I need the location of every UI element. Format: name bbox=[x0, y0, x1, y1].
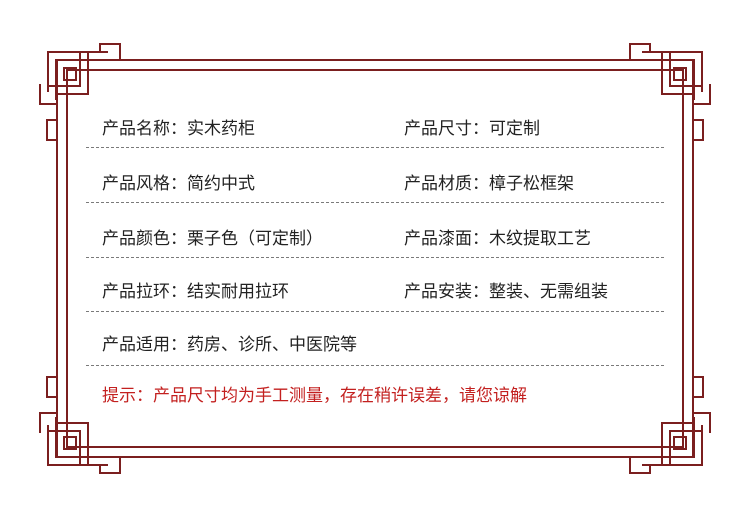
row-divider bbox=[86, 365, 664, 366]
row-divider bbox=[86, 311, 664, 312]
spec-product-style: 产品风格：简约中式 bbox=[102, 174, 255, 194]
row-divider bbox=[86, 147, 664, 148]
row-divider bbox=[86, 202, 664, 203]
side-notch-left bbox=[46, 376, 57, 398]
side-notch-left bbox=[46, 119, 57, 141]
spec-product-size: 产品尺寸：可定制 bbox=[404, 119, 540, 139]
measurement-tip: 提示：产品尺寸均为手工测量，存在稍许误差，请您谅解 bbox=[102, 386, 527, 406]
corner-ornament-bottom-right bbox=[629, 412, 711, 474]
corner-ornament-top-left bbox=[39, 43, 121, 105]
spec-product-name: 产品名称：实木药柜 bbox=[102, 119, 255, 139]
spec-product-handle: 产品拉环：结实耐用拉环 bbox=[102, 282, 289, 302]
spec-product-installation: 产品安装：整装、无需组装 bbox=[404, 282, 608, 302]
spec-product-finish: 产品漆面：木纹提取工艺 bbox=[404, 229, 591, 249]
spec-product-color: 产品颜色：栗子色（可定制） bbox=[102, 229, 323, 249]
spec-product-material: 产品材质：樟子松框架 bbox=[404, 174, 574, 194]
side-notch-right bbox=[693, 376, 704, 398]
row-divider bbox=[86, 257, 664, 258]
spec-product-usage: 产品适用：药房、诊所、中医院等 bbox=[102, 335, 357, 355]
side-notch-right bbox=[693, 119, 704, 141]
corner-ornament-bottom-left bbox=[39, 412, 121, 474]
corner-ornament-top-right bbox=[629, 43, 711, 105]
